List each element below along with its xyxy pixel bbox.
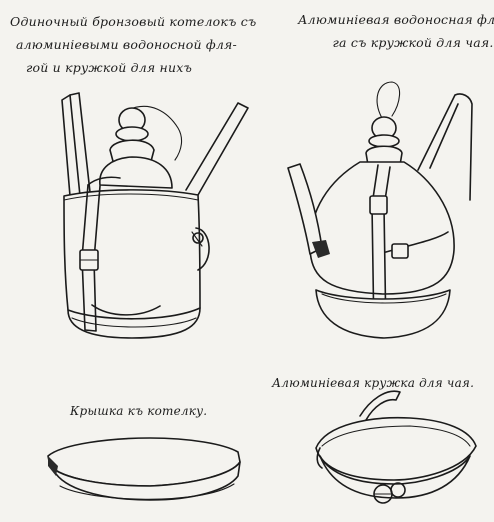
- caption-bronze-pot: Одиночный бронзовый котелокъ съ алюминіе…: [10, 10, 256, 79]
- caption-bronze-pot-line3: гой и кружкой для нихъ: [26, 60, 193, 75]
- caption-aluminium-flask: Алюминіевая водоносная фля- га съ кружко…: [298, 8, 494, 54]
- caption-pot-lid: Крышка къ котелку.: [70, 404, 208, 418]
- caption-bronze-pot-line1: Одиночный бронзовый котелокъ съ: [10, 14, 257, 29]
- illustration-aluminium-flask: [287, 81, 473, 339]
- illustration-bronze-pot: [61, 92, 249, 339]
- caption-bronze-pot-line2: алюминіевыми водоносной фля-: [16, 37, 237, 52]
- illustration-tea-cup: [315, 390, 477, 504]
- caption-tea-cup: Алюминіевая кружка для чая.: [272, 376, 475, 390]
- caption-aluminium-flask-line1: Алюминіевая водоносная фля-: [298, 12, 494, 27]
- caption-aluminium-flask-line2: га съ кружкой для чая.: [332, 35, 494, 50]
- illustration-pot-lid: [47, 437, 241, 501]
